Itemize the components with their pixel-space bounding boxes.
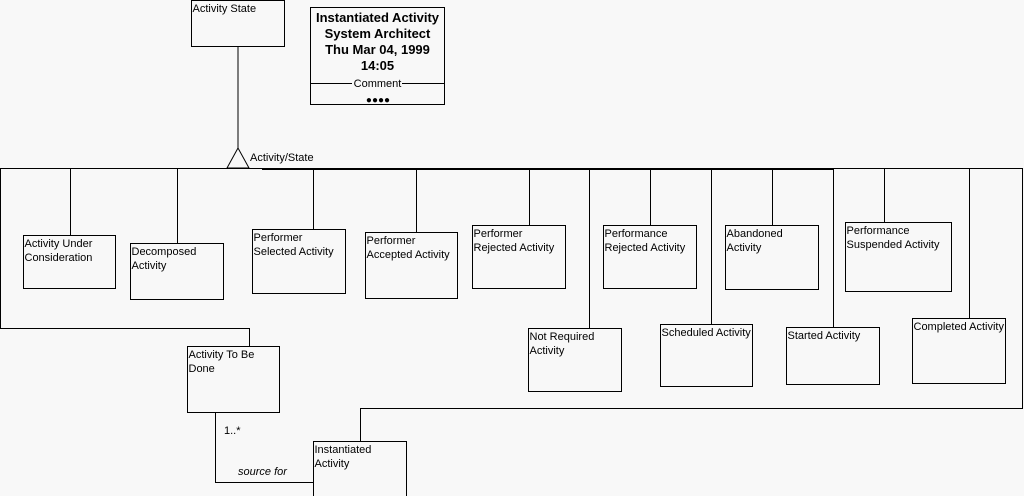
- class-name-line: Scheduled Activity: [662, 327, 752, 339]
- class-name-line: Started Activity: [788, 330, 861, 342]
- class-name-line: Activity Under: [25, 238, 93, 250]
- class-box: [187, 346, 280, 413]
- class-box: [23, 235, 116, 289]
- note-comment-dots: ●●●●: [366, 95, 390, 106]
- class-name-line: Activity: [315, 458, 350, 470]
- note-comment-label: Comment: [354, 78, 402, 90]
- class-name-line: Activity To Be: [189, 349, 255, 361]
- class-name-line: Suspended Activity: [847, 239, 940, 251]
- class-activity-to-be-done[interactable]: Activity To Be Done: [187, 346, 280, 413]
- diagram-note[interactable]: Instantiated Activity System Architect T…: [310, 7, 445, 107]
- class-box: [313, 441, 407, 496]
- connectors: [0, 46, 1023, 483]
- association-multiplicity: 1..*: [224, 425, 241, 437]
- class-completed-activity[interactable]: Completed Activity: [912, 318, 1006, 384]
- class-name-line: Not Required: [530, 331, 595, 343]
- association-role: source for: [238, 466, 288, 478]
- class-name-line: Activity State: [193, 3, 257, 15]
- note-title: Instantiated Activity: [316, 10, 440, 25]
- class-name-line: Performer: [474, 228, 523, 240]
- note-author: System Architect: [325, 26, 431, 41]
- class-started-activity[interactable]: Started Activity: [786, 327, 880, 385]
- generalization-triangle-icon: [226, 146, 250, 169]
- connector-instantiated-activity: [360, 168, 1023, 441]
- class-name-line: Completed Activity: [914, 321, 1005, 333]
- class-name-line: Rejected Activity: [605, 242, 686, 254]
- class-box: [603, 225, 697, 289]
- class-name-line: Rejected Activity: [474, 242, 555, 254]
- class-name-line: Decomposed: [132, 246, 197, 258]
- class-scheduled-activity[interactable]: Scheduled Activity: [660, 324, 753, 387]
- class-name-line: Activity: [132, 260, 167, 272]
- class-box: [365, 232, 458, 299]
- class-box: [660, 324, 753, 387]
- connector-activity-to-be-done: [0, 168, 250, 346]
- class-name-line: Done: [189, 363, 215, 375]
- association-line: [215, 412, 313, 483]
- class-name-line: Accepted Activity: [367, 249, 451, 261]
- class-name-line: Performance: [605, 228, 668, 240]
- class-box: [130, 243, 224, 300]
- class-box: [912, 318, 1006, 384]
- class-activity-state[interactable]: Activity State: [191, 0, 285, 47]
- class-name-line: Performer: [254, 232, 303, 244]
- class-box: [252, 229, 346, 294]
- class-name-line: Selected Activity: [254, 246, 335, 258]
- class-name-line: Instantiated: [315, 444, 372, 456]
- generalization-label: Activity/State: [250, 152, 314, 164]
- class-box: [725, 225, 819, 290]
- class-box: [472, 225, 566, 289]
- note-time: 14:05: [361, 58, 394, 73]
- class-box: [845, 222, 952, 292]
- class-name-line: Consideration: [25, 252, 93, 264]
- class-name-line: Performance: [847, 225, 910, 237]
- class-box: [786, 327, 880, 385]
- class-box: [191, 0, 285, 47]
- class-name-line: Activity: [530, 345, 565, 357]
- note-date: Thu Mar 04, 1999: [325, 42, 430, 57]
- class-name-line: Activity: [727, 242, 762, 254]
- class-name-line: Abandoned: [727, 228, 783, 240]
- class-box: [528, 328, 622, 392]
- class-name-line: Performer: [367, 235, 416, 247]
